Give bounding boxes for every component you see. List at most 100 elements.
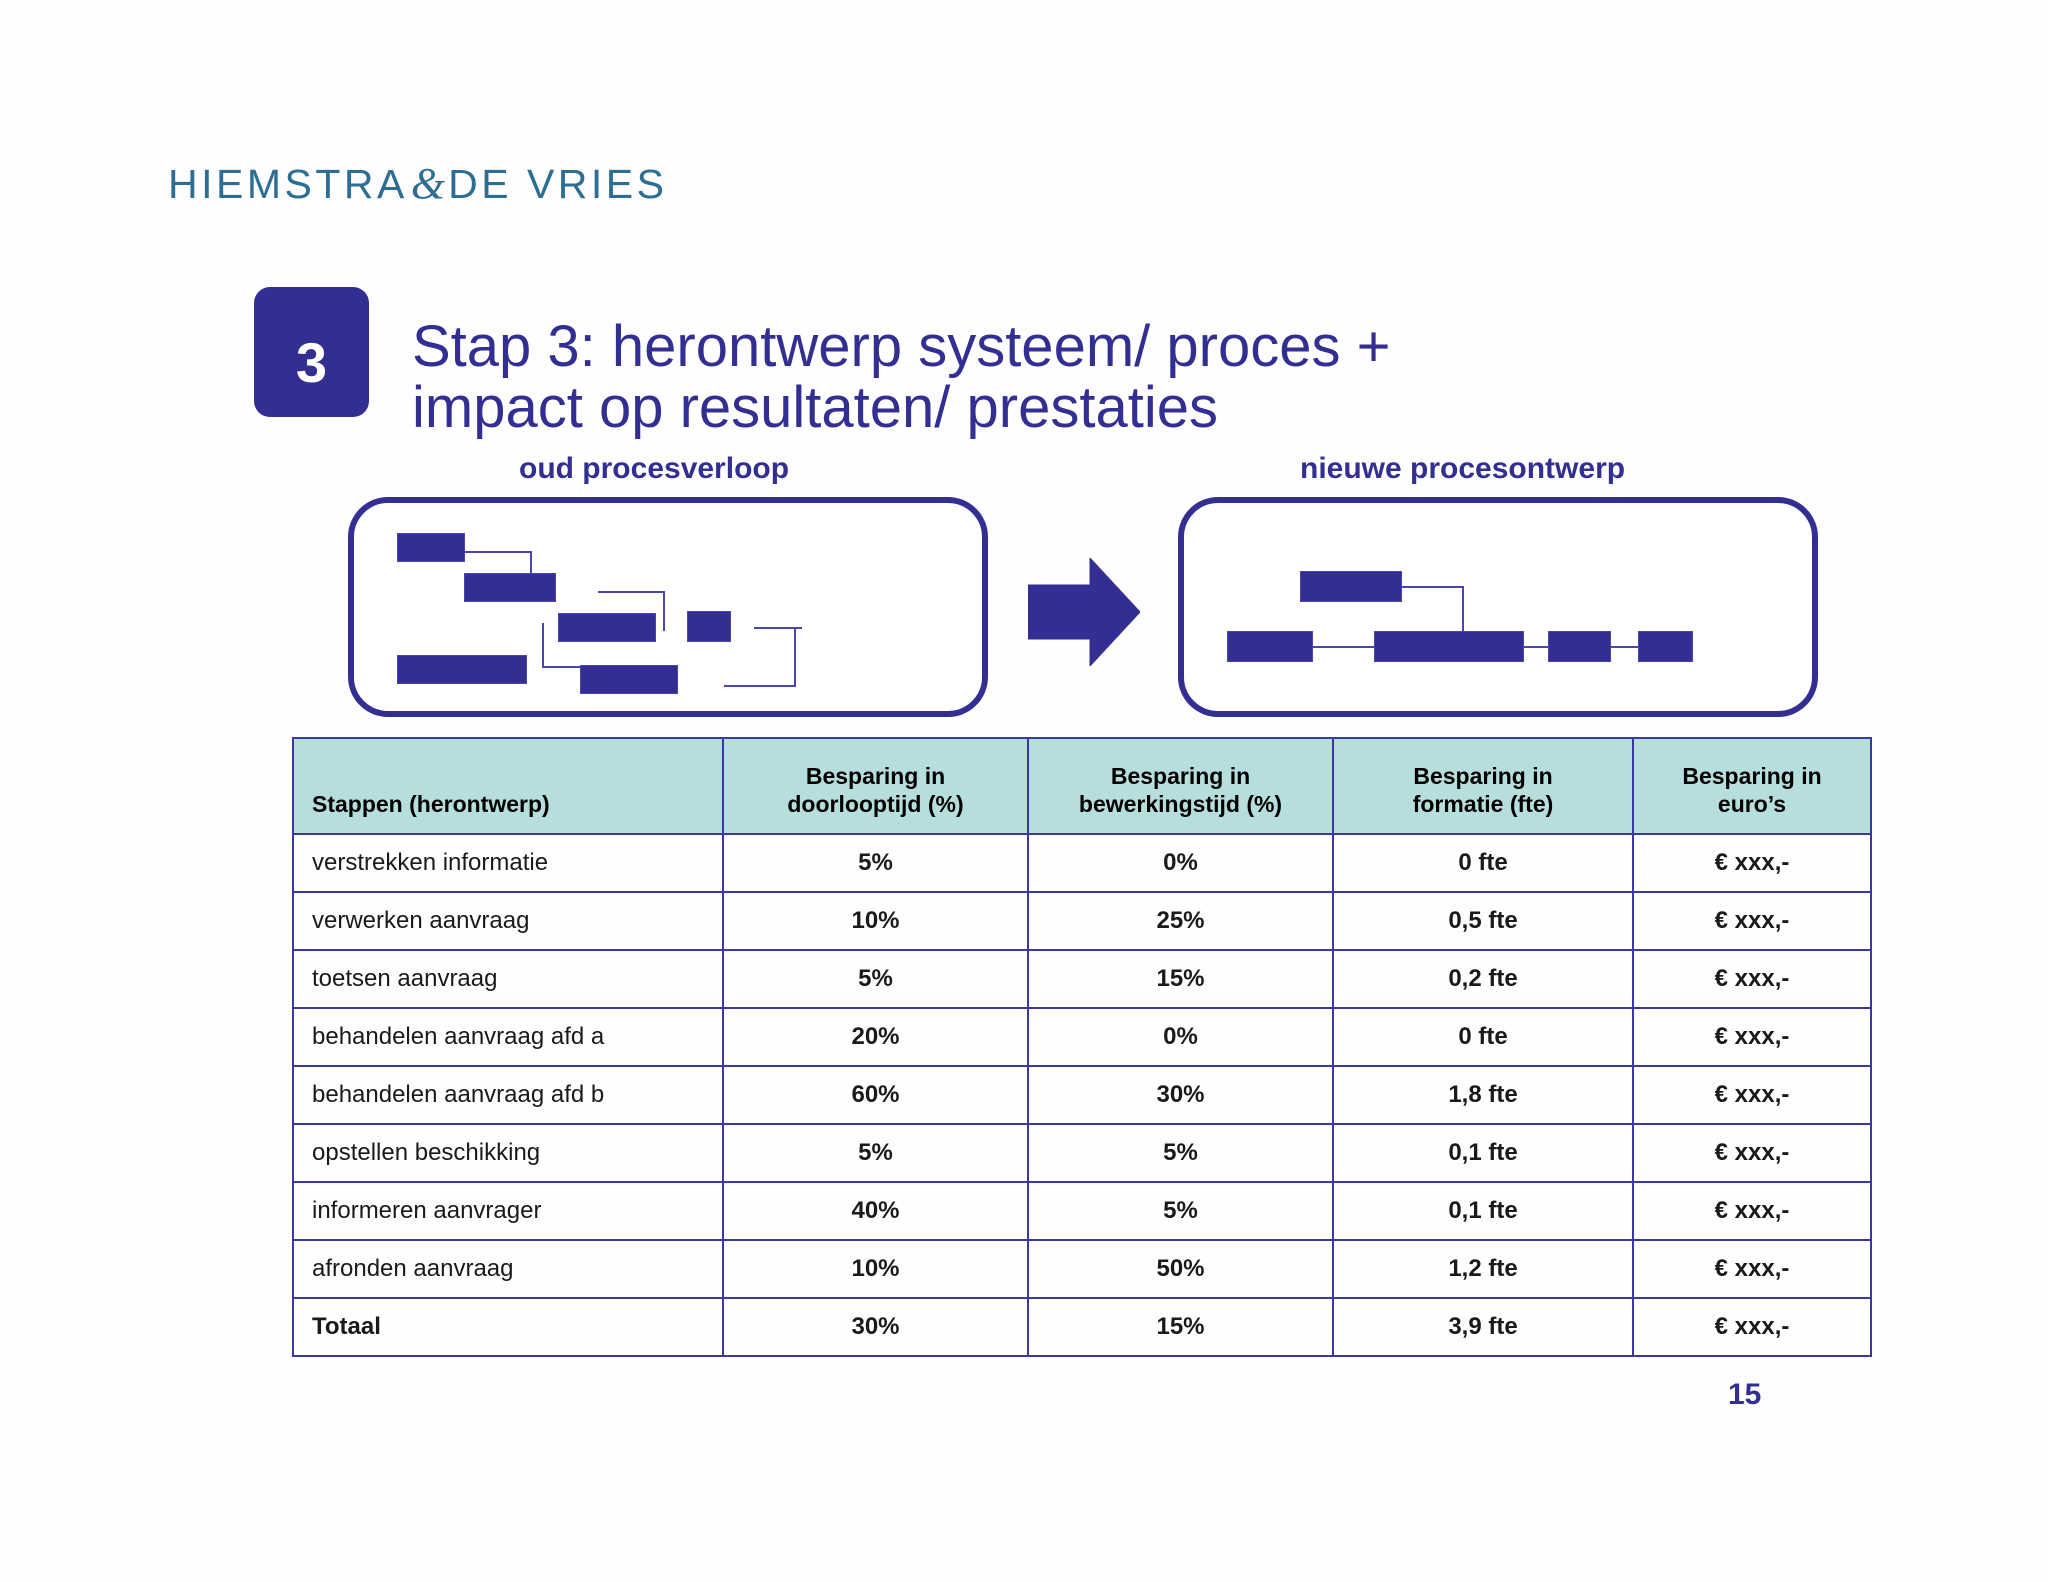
col-header-bewerkingstijd-line2: bewerkingstijd (%): [1078, 791, 1283, 818]
table-row: toetsen aanvraag 5% 15% 0,2 fte € xxx,-: [292, 949, 1872, 1009]
cell-formatie: 0 fte: [1332, 833, 1634, 893]
col-header-stappen-line1: Stappen (herontwerp): [312, 791, 550, 818]
col-header-doorlooptijd-line2: doorlooptijd (%): [787, 791, 964, 818]
new-process-bar-top: [1300, 571, 1402, 602]
table-row: afronden aanvraag 10% 50% 1,2 fte € xxx,…: [292, 1239, 1872, 1299]
cell-bewerkingstijd-total: 15%: [1027, 1297, 1334, 1357]
cell-doorlooptijd-total: 30%: [722, 1297, 1029, 1357]
step-number-label: 3: [295, 331, 328, 394]
page-number: 15: [1728, 1378, 1762, 1411]
new-process-bar-1: [1227, 631, 1313, 662]
table-header-row: Stappen (herontwerp) Besparing in doorlo…: [292, 737, 1872, 835]
cell-doorlooptijd: 10%: [722, 1239, 1029, 1299]
cell-formatie: 0 fte: [1332, 1007, 1634, 1067]
col-header-bewerkingstijd: Besparing in bewerkingstijd (%): [1027, 737, 1334, 835]
savings-table: Stappen (herontwerp) Besparing in doorlo…: [292, 737, 1872, 1357]
col-header-doorlooptijd-line1: Besparing in: [805, 762, 946, 789]
cell-doorlooptijd: 20%: [722, 1007, 1029, 1067]
new-connector-4: [1611, 646, 1638, 648]
new-process-bar-2: [1374, 631, 1524, 662]
cell-formatie: 0,5 fte: [1332, 891, 1634, 951]
old-process-bar-5: [397, 655, 527, 684]
table-row: behandelen aanvraag afd b 60% 30% 1,8 ft…: [292, 1065, 1872, 1125]
col-header-formatie: Besparing in formatie (fte): [1332, 737, 1634, 835]
cell-euro-total: € xxx,-: [1632, 1297, 1872, 1357]
table-row: opstellen beschikking 5% 5% 0,1 fte € xx…: [292, 1123, 1872, 1183]
table-body: verstrekken informatie 5% 0% 0 fte € xxx…: [292, 833, 1872, 1357]
logo-text-primary: HIEMSTRA: [168, 161, 408, 207]
new-process-caption: nieuwe procesontwerp: [1300, 452, 1626, 485]
cell-step: verwerken aanvraag: [292, 891, 724, 951]
cell-doorlooptijd: 5%: [722, 949, 1029, 1009]
cell-bewerkingstijd: 25%: [1027, 891, 1334, 951]
cell-step: behandelen aanvraag afd a: [292, 1007, 724, 1067]
company-logo: HIEMSTRA&DE VRIES: [168, 158, 667, 209]
old-process-bar-4: [687, 611, 731, 642]
col-header-stappen: Stappen (herontwerp): [292, 737, 724, 835]
cell-bewerkingstijd: 5%: [1027, 1123, 1334, 1183]
cell-bewerkingstijd: 5%: [1027, 1181, 1334, 1241]
cell-doorlooptijd: 5%: [722, 833, 1029, 893]
old-connector-3: [542, 623, 600, 668]
old-process-bar-3: [558, 613, 656, 642]
table-row: verstrekken informatie 5% 0% 0 fte € xxx…: [292, 833, 1872, 893]
cell-formatie: 0,1 fte: [1332, 1123, 1634, 1183]
cell-formatie: 0,2 fte: [1332, 949, 1634, 1009]
cell-bewerkingstijd: 15%: [1027, 949, 1334, 1009]
page-title-line-1: Stap 3: herontwerp systeem/ proces +: [412, 313, 1391, 379]
ampersand-icon: &: [410, 159, 446, 208]
table-row: informeren aanvrager 40% 5% 0,1 fte € xx…: [292, 1181, 1872, 1241]
logo-text-secondary: DE VRIES: [448, 161, 668, 207]
new-connector-3: [1524, 646, 1548, 648]
old-process-caption: oud procesverloop: [519, 452, 790, 485]
old-process-bar-6: [580, 665, 678, 694]
new-connector-2: [1313, 646, 1374, 648]
cell-doorlooptijd: 10%: [722, 891, 1029, 951]
col-header-bewerkingstijd-line1: Besparing in: [1110, 762, 1251, 789]
cell-bewerkingstijd: 0%: [1027, 833, 1334, 893]
cell-euro: € xxx,-: [1632, 1065, 1872, 1125]
col-header-formatie-line2: formatie (fte): [1412, 791, 1554, 818]
old-connector-2: [598, 591, 665, 631]
new-process-bar-3: [1548, 631, 1611, 662]
page-title: Stap 3: herontwerp systeem/ proces + imp…: [412, 313, 1712, 440]
cell-bewerkingstijd: 30%: [1027, 1065, 1334, 1125]
new-connector-1: [1402, 586, 1464, 648]
cell-euro: € xxx,-: [1632, 1123, 1872, 1183]
old-connector-6: [724, 685, 796, 687]
page-title-line-2: impact op resultaten/ prestaties: [412, 374, 1218, 440]
cell-step: afronden aanvraag: [292, 1239, 724, 1299]
col-header-euro: Besparing in euro’s: [1632, 737, 1872, 835]
new-process-diagram: [1178, 497, 1818, 717]
col-header-euro-line2: euro’s: [1717, 791, 1787, 818]
cell-formatie: 0,1 fte: [1332, 1181, 1634, 1241]
cell-euro: € xxx,-: [1632, 1181, 1872, 1241]
col-header-euro-line1: Besparing in: [1682, 762, 1822, 789]
cell-euro: € xxx,-: [1632, 891, 1872, 951]
cell-step: informeren aanvrager: [292, 1181, 724, 1241]
cell-step-total: Totaal: [292, 1297, 724, 1357]
old-process-bar-1: [397, 533, 465, 562]
table-row: verwerken aanvraag 10% 25% 0,5 fte € xxx…: [292, 891, 1872, 951]
old-connector-4: [754, 627, 802, 629]
table-header: Stappen (herontwerp) Besparing in doorlo…: [292, 737, 1872, 835]
cell-step: verstrekken informatie: [292, 833, 724, 893]
cell-euro: € xxx,-: [1632, 949, 1872, 1009]
old-connector-5: [794, 627, 796, 687]
cell-step: toetsen aanvraag: [292, 949, 724, 1009]
step-number-badge: 3: [254, 287, 369, 417]
cell-bewerkingstijd: 0%: [1027, 1007, 1334, 1067]
cell-formatie: 1,8 fte: [1332, 1065, 1634, 1125]
cell-step: opstellen beschikking: [292, 1123, 724, 1183]
old-process-bar-2: [464, 573, 556, 602]
col-header-formatie-line1: Besparing in: [1413, 762, 1553, 789]
table-row-total: Totaal 30% 15% 3,9 fte € xxx,-: [292, 1297, 1872, 1357]
cell-formatie-total: 3,9 fte: [1332, 1297, 1634, 1357]
cell-euro: € xxx,-: [1632, 1007, 1872, 1067]
cell-euro: € xxx,-: [1632, 833, 1872, 893]
table-row: behandelen aanvraag afd a 20% 0% 0 fte €…: [292, 1007, 1872, 1067]
old-process-diagram: [348, 497, 988, 717]
col-header-doorlooptijd: Besparing in doorlooptijd (%): [722, 737, 1029, 835]
cell-euro: € xxx,-: [1632, 1239, 1872, 1299]
